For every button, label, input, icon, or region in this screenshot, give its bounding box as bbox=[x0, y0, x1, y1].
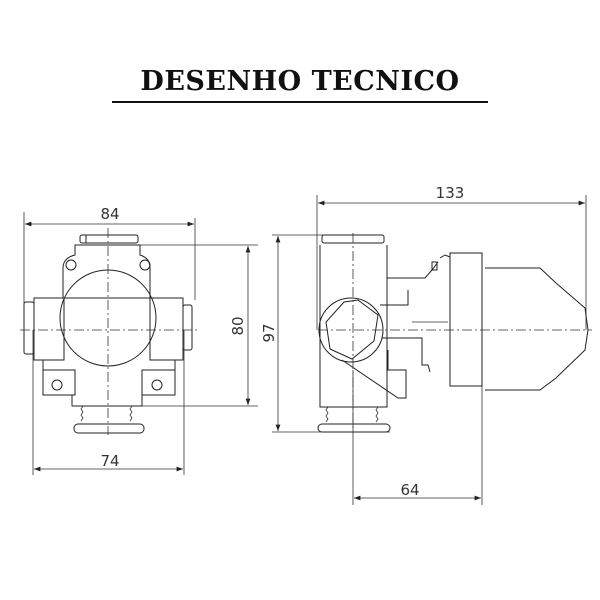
dimension-64: 64 bbox=[400, 481, 419, 499]
side-view: 133 97 64 bbox=[260, 184, 592, 505]
dimension-80: 80 bbox=[229, 316, 247, 335]
dimension-74: 74 bbox=[100, 452, 119, 470]
title-underline bbox=[112, 101, 488, 103]
page-title: DESENHO TECNICO bbox=[140, 66, 460, 97]
dimension-97: 97 bbox=[260, 323, 278, 342]
dimension-84: 84 bbox=[100, 205, 119, 223]
front-view: 84 80 74 bbox=[20, 205, 258, 475]
dimension-133: 133 bbox=[436, 184, 465, 202]
